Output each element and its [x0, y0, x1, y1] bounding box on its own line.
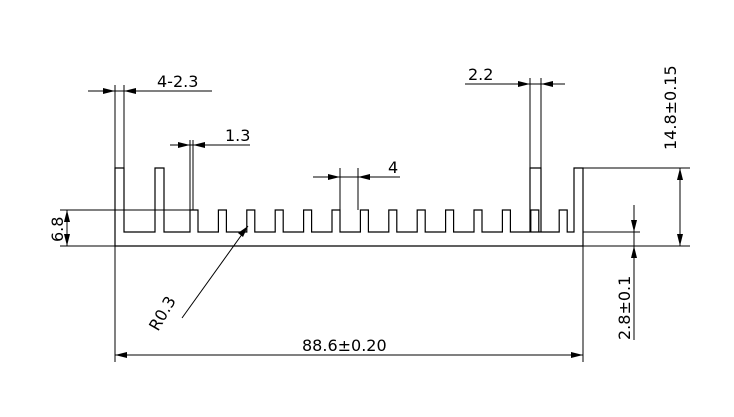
label-fin-pitch: 4: [388, 158, 398, 177]
label-fin-count-thickness: 4-2.3: [157, 72, 198, 91]
label-base-thickness: 2.8±0.1: [615, 276, 634, 340]
heatsink-profile: [114, 167, 584, 247]
dimension-lines: [64, 81, 683, 358]
extension-lines: [60, 78, 690, 362]
label-total-height: 14.8±0.15: [661, 65, 680, 150]
label-overall-width: 88.6±0.20: [302, 336, 387, 355]
label-fin-thickness-small: 1.3: [225, 126, 250, 145]
label-root-radius: R0.3: [145, 293, 180, 334]
label-fin-thickness-large: 2.2: [468, 65, 493, 84]
label-base-fin-height: 6.8: [48, 217, 67, 242]
